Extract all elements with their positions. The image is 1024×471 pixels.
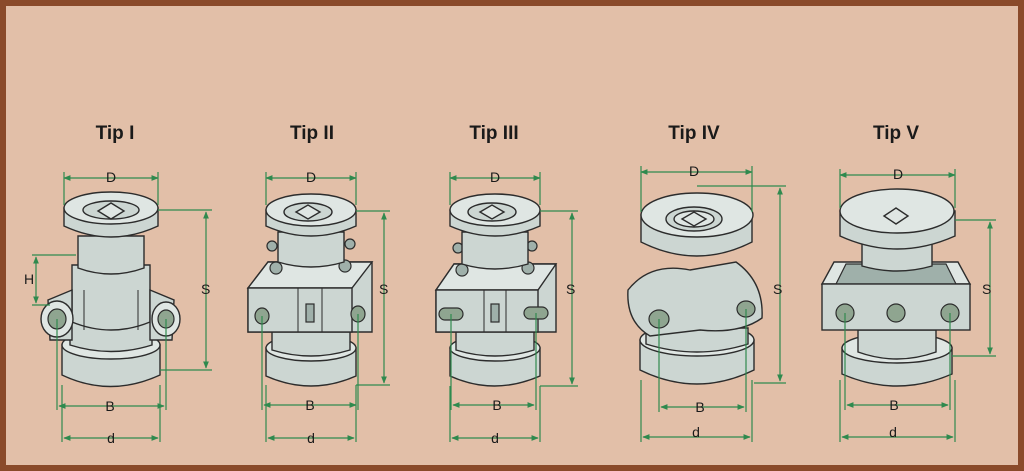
tip-2-dim-B: B xyxy=(305,397,314,413)
tip-5-dim-d: d xyxy=(889,424,897,440)
tip-3-dimensions: D S B d xyxy=(449,169,578,446)
tip-2-group: Tip II xyxy=(246,123,390,446)
tip-1-title: Tip I xyxy=(96,123,135,144)
tip-1-dim-d: d xyxy=(107,430,115,446)
tip-3-dim-B: B xyxy=(492,397,501,413)
tip-5-dimensions: D S B d xyxy=(839,166,996,442)
tip-2-dimensions: D S B d xyxy=(261,169,390,446)
tip-1-dim-H: H xyxy=(24,271,34,287)
tip-2-dim-S: S xyxy=(379,281,388,297)
tip-5-dim-D: D xyxy=(893,166,903,182)
tip-3-title: Tip III xyxy=(469,123,518,144)
tip-2-dim-D: D xyxy=(306,169,316,185)
tip-5-dim-B: B xyxy=(889,397,898,413)
tip-4-dim-d: d xyxy=(692,424,700,440)
tip-2-title: Tip II xyxy=(290,123,334,144)
tip-5-drawing xyxy=(820,188,972,387)
tip-4-dim-D: D xyxy=(689,163,699,179)
tip-1-dim-D: D xyxy=(106,169,116,185)
tip-3-dim-D: D xyxy=(490,169,500,185)
tip-5-dim-S: S xyxy=(982,281,991,297)
tip-3-group: Tip III D xyxy=(434,123,578,446)
tip-3-dim-d: d xyxy=(491,430,499,446)
tip-1-group: Tip I xyxy=(24,123,212,446)
tip-4-dim-S: S xyxy=(773,281,782,297)
tip-5-title: Tip V xyxy=(873,123,919,144)
tip-4-dim-B: B xyxy=(695,399,704,415)
tip-4-drawing xyxy=(627,192,763,385)
tip-2-drawing xyxy=(246,193,374,387)
tip-5-group: Tip V D S xyxy=(820,123,996,442)
tip-1-dimensions: D S H B d xyxy=(24,169,212,446)
tip-4-title: Tip IV xyxy=(668,123,720,144)
tip-3-dim-S: S xyxy=(566,281,575,297)
tip-3-drawing xyxy=(434,193,558,387)
tip-1-dim-B: B xyxy=(105,398,114,414)
tip-1-dim-S: S xyxy=(201,281,210,297)
tip-4-group: Tip IV D S xyxy=(627,123,786,442)
tip-4-dimensions: D S B d xyxy=(640,163,786,442)
tip-2-dim-d: d xyxy=(307,430,315,446)
tip-1-drawing xyxy=(40,191,181,388)
